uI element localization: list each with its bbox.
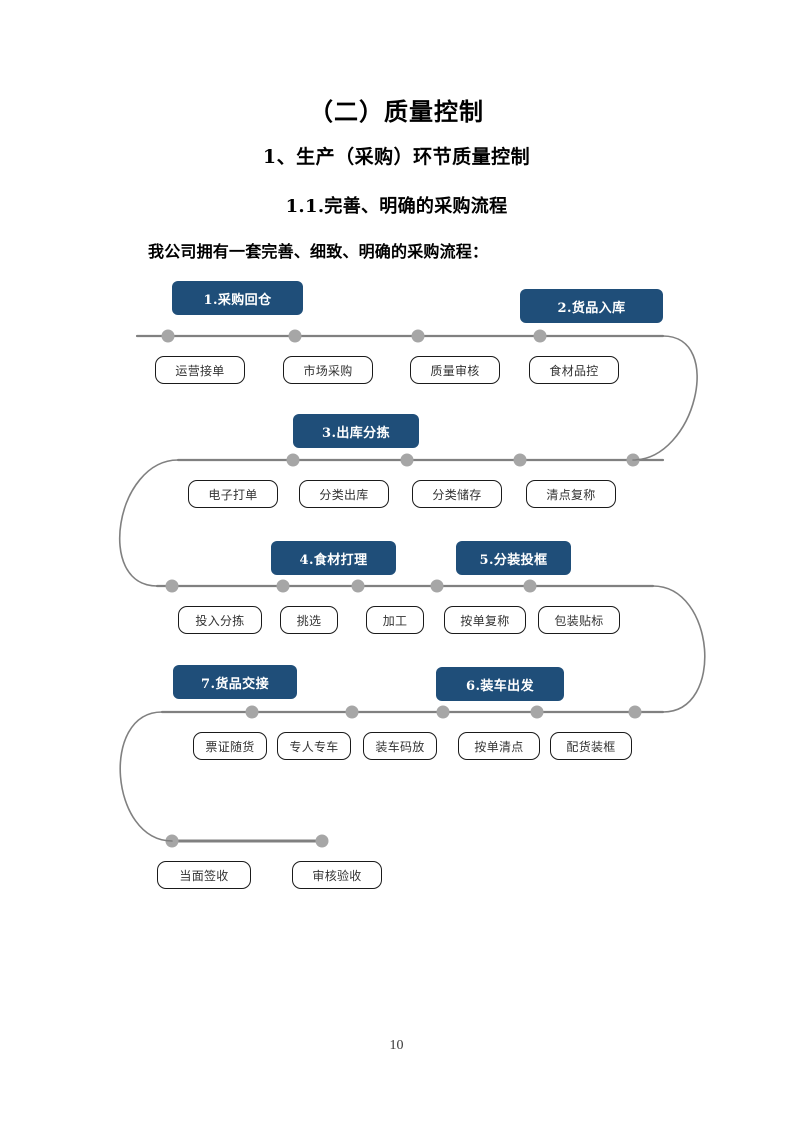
- task-box: 当面签收: [157, 861, 251, 889]
- task-box: 市场采购: [283, 356, 373, 384]
- task-box: 分类储存: [412, 480, 502, 508]
- task-box: 按单复称: [444, 606, 526, 634]
- task-box: 审核验收: [292, 861, 382, 889]
- milestone-chip-3: 3.出库分拣: [293, 414, 419, 448]
- section-heading-1-1: 1.1.完善、明确的采购流程: [285, 196, 508, 217]
- task-box: 分类出库: [299, 480, 389, 508]
- page-title: （二）质量控制: [309, 97, 484, 126]
- milestone-chip-7: 7.货品交接: [173, 665, 297, 699]
- section-heading-1: 1、生产（采购）环节质量控制: [262, 146, 531, 168]
- milestone-chip-1: 1.采购回仓: [172, 281, 303, 315]
- task-box: 专人专车: [277, 732, 351, 760]
- milestone-chip-6: 6.装车出发: [436, 667, 564, 701]
- task-box: 食材品控: [529, 356, 619, 384]
- lead-paragraph: 我公司拥有一套完善、细致、明确的采购流程：: [148, 242, 489, 261]
- task-box: 票证随货: [193, 732, 267, 760]
- milestone-chip-5: 5.分装投框: [456, 541, 571, 575]
- milestone-chip-4: 4.食材打理: [271, 541, 396, 575]
- task-box: 包装贴标: [538, 606, 620, 634]
- task-box: 电子打单: [188, 480, 278, 508]
- task-box: 质量审核: [410, 356, 500, 384]
- task-box: 挑选: [280, 606, 338, 634]
- task-box: 清点复称: [526, 480, 616, 508]
- task-box: 配货装框: [550, 732, 632, 760]
- milestone-chip-2: 2.货品入库: [520, 289, 663, 323]
- task-box: 投入分拣: [178, 606, 262, 634]
- task-box: 运营接单: [155, 356, 245, 384]
- task-box: 装车码放: [363, 732, 437, 760]
- task-box: 按单清点: [458, 732, 540, 760]
- page-number: 10: [389, 1038, 404, 1053]
- task-box: 加工: [366, 606, 424, 634]
